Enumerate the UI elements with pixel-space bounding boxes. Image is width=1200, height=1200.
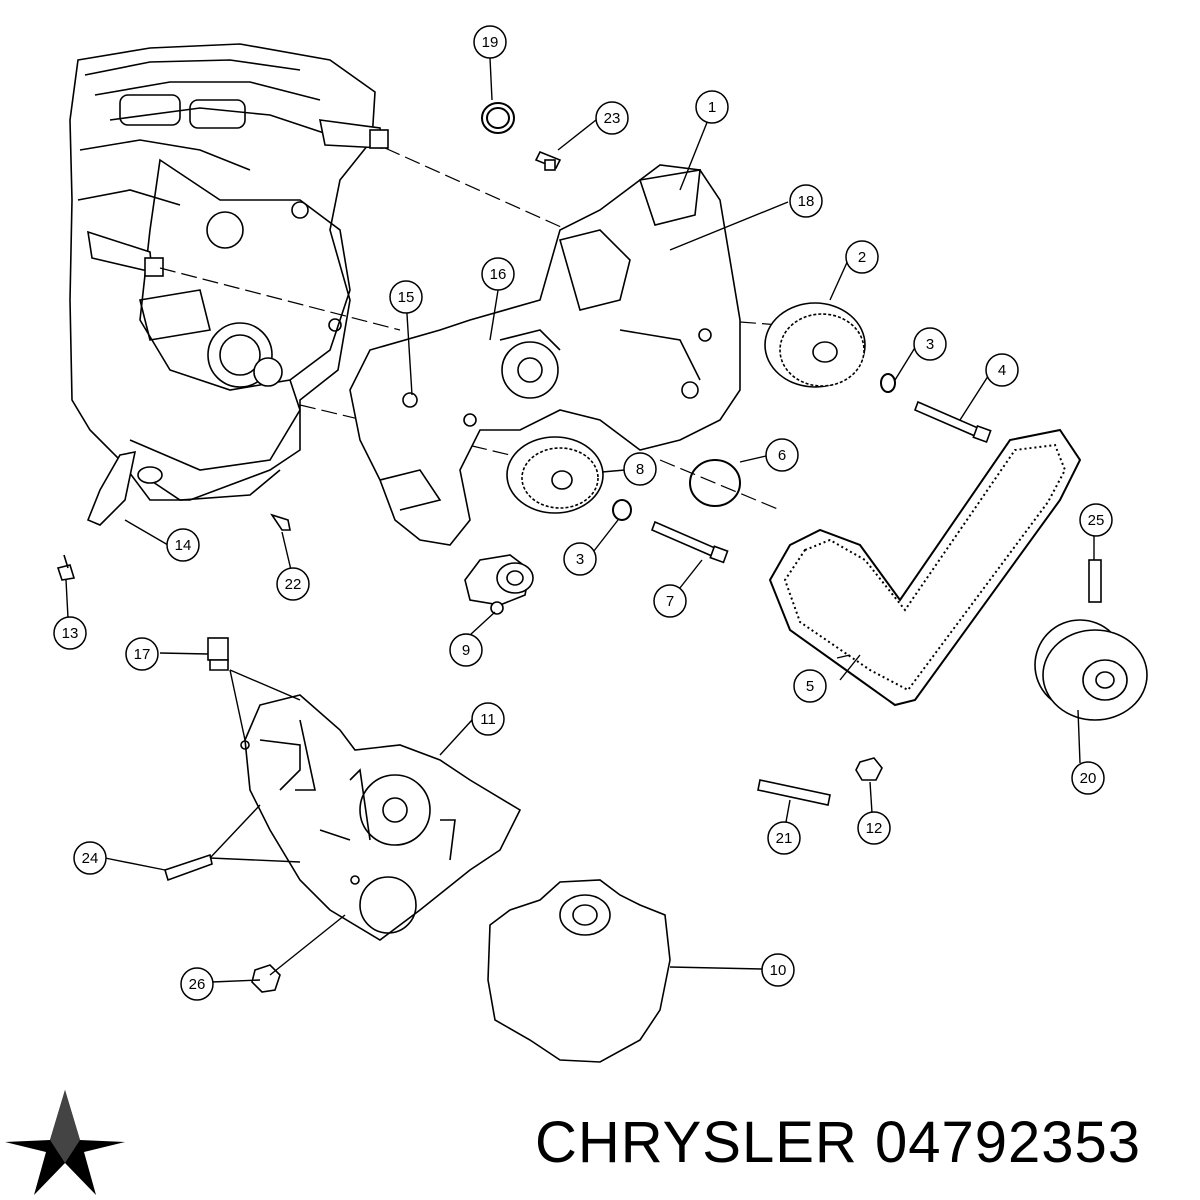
rear-timing-cover (240, 694, 522, 941)
bolt-upper (913, 400, 992, 444)
svg-text:2: 2 (858, 249, 866, 266)
callout-5: 5 (793, 669, 827, 703)
svg-text:1: 1 (708, 99, 716, 116)
svg-text:5: 5 (806, 678, 814, 695)
bolt-13 (56, 554, 76, 581)
svg-text:21: 21 (776, 830, 793, 847)
svg-text:3: 3 (926, 336, 934, 353)
idler-pulley (1034, 619, 1148, 721)
engine-block (69, 43, 389, 501)
front-cover-housing (349, 164, 741, 546)
callout-15: 15 (389, 280, 423, 314)
svg-text:11: 11 (480, 711, 496, 728)
svg-text:26: 26 (189, 976, 206, 993)
svg-text:14: 14 (175, 537, 192, 554)
callout-11: 11 (471, 702, 505, 736)
brand-part-number: CHRYSLER 04792353 (535, 1098, 1190, 1188)
svg-text:19: 19 (482, 34, 499, 51)
svg-text:9: 9 (462, 642, 470, 659)
svg-text:25: 25 (1088, 512, 1105, 529)
callout-6: 6 (765, 438, 799, 472)
callout-23: 23 (595, 101, 629, 135)
callout-2: 2 (845, 240, 879, 274)
cover-gasket (487, 879, 671, 1063)
bolt-lower (650, 520, 729, 564)
svg-text:8: 8 (636, 461, 644, 478)
bolt-17 (207, 637, 229, 671)
washer-lower (612, 499, 632, 521)
svg-text:15: 15 (398, 289, 415, 306)
callout-14: 14 (166, 528, 200, 562)
belt-tensioner (464, 554, 534, 615)
svg-text:22: 22 (285, 576, 302, 593)
callout-19: 19 (473, 25, 507, 59)
leader-lines (65, 57, 1095, 983)
callout-8: 8 (623, 452, 657, 486)
svg-text:16: 16 (490, 266, 507, 283)
callout-10: 10 (761, 953, 795, 987)
svg-text:3: 3 (576, 551, 584, 568)
callout-16: 16 (481, 257, 515, 291)
timing-belt (768, 428, 1082, 707)
callout-4: 4 (985, 353, 1019, 387)
svg-text:17: 17 (134, 646, 151, 663)
svg-text:23: 23 (604, 110, 621, 127)
washer-upper (880, 373, 896, 393)
callout-7: 7 (653, 584, 687, 618)
svg-text:13: 13 (62, 625, 79, 642)
callout-17: 17 (125, 637, 159, 671)
callout-24: 24 (73, 841, 107, 875)
part-number: 04792353 (874, 1110, 1141, 1175)
callout-1: 1 (695, 90, 729, 124)
svg-text:18: 18 (798, 193, 815, 210)
o-ring (689, 459, 741, 507)
svg-text:6: 6 (778, 447, 786, 464)
crankshaft-sensor (86, 450, 163, 526)
stud (757, 779, 831, 806)
callouts: 19 23 1 18 16 15 2 3 4 6 8 3 7 9 14 22 1… (53, 25, 1113, 1001)
svg-text:7: 7 (666, 593, 674, 610)
crankshaft-sprocket (506, 436, 604, 514)
callout-26: 26 (180, 967, 214, 1001)
bolt-24 (164, 853, 213, 882)
callout-3-upper: 3 (913, 327, 947, 361)
chrysler-pentastar-logo (5, 1090, 125, 1195)
bolt-22 (270, 513, 291, 531)
svg-text:10: 10 (770, 962, 787, 979)
svg-text:4: 4 (998, 362, 1006, 379)
callout-20: 20 (1071, 761, 1105, 795)
brand-name: CHRYSLER (535, 1110, 858, 1175)
dowel-pin (1088, 559, 1102, 603)
callout-12: 12 (857, 811, 891, 845)
callout-3-lower: 3 (563, 542, 597, 576)
svg-text:24: 24 (82, 850, 99, 867)
callout-13: 13 (53, 616, 87, 650)
callout-25: 25 (1079, 503, 1113, 537)
nut (855, 757, 883, 781)
camshaft-sprocket (764, 302, 866, 388)
callout-9: 9 (449, 633, 483, 667)
callout-21: 21 (767, 821, 801, 855)
seal-ring (481, 102, 515, 134)
callout-22: 22 (276, 567, 310, 601)
nut-26 (251, 964, 281, 993)
small-bolt-23 (534, 150, 562, 171)
callout-18: 18 (789, 184, 823, 218)
svg-text:20: 20 (1080, 770, 1097, 787)
svg-text:12: 12 (866, 820, 883, 837)
